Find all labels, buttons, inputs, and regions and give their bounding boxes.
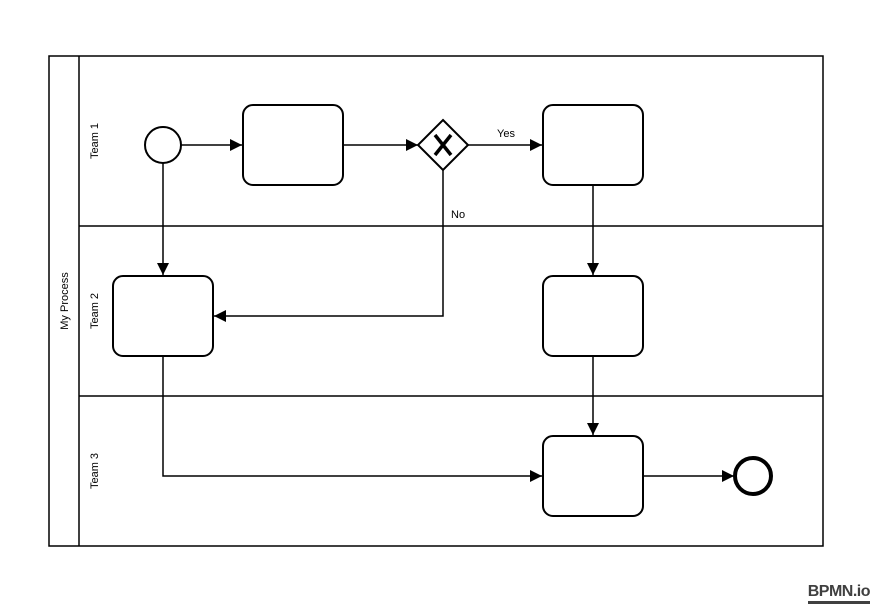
end-event[interactable] xyxy=(733,456,773,496)
gateway-x-icon xyxy=(433,133,453,157)
start-event[interactable] xyxy=(144,126,182,164)
task-team-3[interactable] xyxy=(542,435,644,517)
pool[interactable] xyxy=(48,55,824,547)
task-team-1-first[interactable] xyxy=(242,104,344,186)
task-team-2-right[interactable] xyxy=(542,275,644,357)
flow-label-no: No xyxy=(451,209,465,221)
task-team-1-second[interactable] xyxy=(542,104,644,186)
task-team-2-left[interactable] xyxy=(112,275,214,357)
lane-label-team-3: Team 3 xyxy=(89,453,101,489)
exclusive-gateway[interactable] xyxy=(416,118,470,172)
flow-label-yes: Yes xyxy=(497,128,515,140)
pool-label: My Process xyxy=(59,272,71,330)
bpmn-io-logo[interactable]: BPMN.io xyxy=(807,584,871,604)
flow-gateway-no[interactable] xyxy=(214,170,444,322)
lane-label-team-1: Team 1 xyxy=(89,123,101,159)
flow-team-2-left-to-team-3-task[interactable] xyxy=(162,356,542,482)
lane-label-team-2: Team 2 xyxy=(89,293,101,329)
